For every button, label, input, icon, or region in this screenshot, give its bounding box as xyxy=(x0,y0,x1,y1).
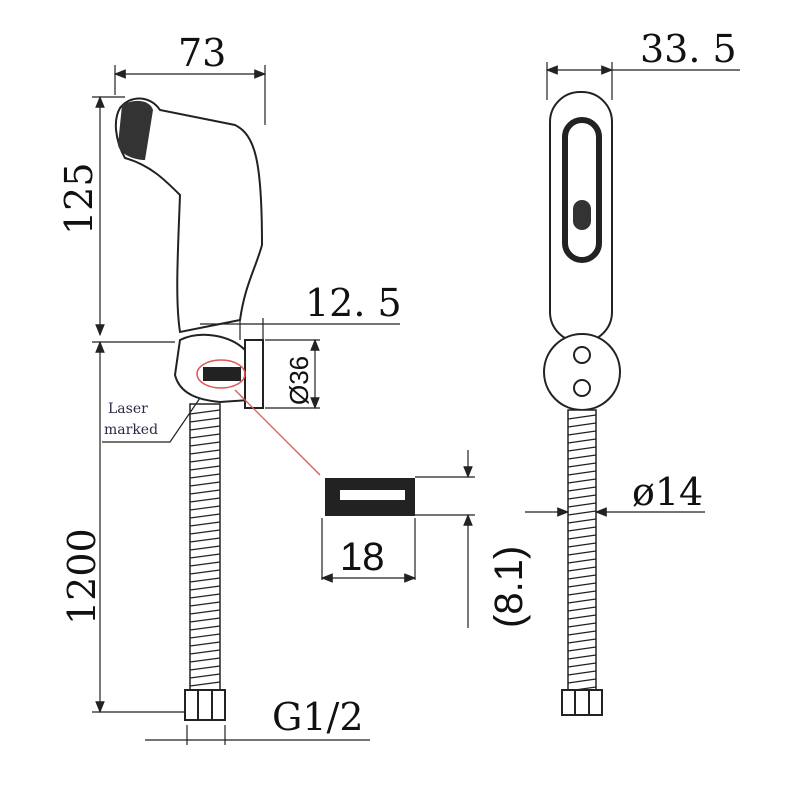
hose-coil xyxy=(189,529,221,535)
hose-coil xyxy=(189,649,221,655)
hose-coil xyxy=(567,438,597,444)
hose-coil xyxy=(567,654,597,660)
hose-coil xyxy=(189,433,221,439)
laser-leader xyxy=(102,397,201,443)
hose-coil xyxy=(567,518,597,524)
hose-coil xyxy=(189,537,221,543)
dim-diameter-36: Ø36 xyxy=(284,356,314,405)
hose-coil xyxy=(189,409,221,415)
hose-coil xyxy=(189,425,221,431)
hose-coil xyxy=(189,513,221,519)
hose-coil xyxy=(567,622,597,628)
laser-label-line2: marked xyxy=(104,422,158,438)
hose-coil xyxy=(189,617,221,623)
hose-coil xyxy=(567,558,597,564)
laser-highlight-circle xyxy=(196,359,246,389)
hose-coil xyxy=(189,569,221,575)
hose-coil xyxy=(567,414,597,420)
sprayer-nozzle xyxy=(118,100,153,160)
hose-coil xyxy=(189,609,221,615)
wall-plate xyxy=(244,339,264,409)
hose-coil xyxy=(567,662,597,668)
hose-coil xyxy=(567,606,597,612)
hose-coil xyxy=(567,678,597,684)
dim-length-1200: 1200 xyxy=(60,528,104,625)
hose-coil xyxy=(189,465,221,471)
hex-nut xyxy=(184,689,226,721)
hose-coil xyxy=(567,494,597,500)
hose-coil xyxy=(189,553,221,559)
front-hex-nut xyxy=(561,689,603,716)
hose-coil xyxy=(189,681,221,687)
side-view: 73 125 12. 5 Ø36 Laser marked 1200 G1/2 xyxy=(57,31,402,745)
hose-coil xyxy=(189,441,221,447)
hose-coil xyxy=(567,574,597,580)
hose-coil xyxy=(567,446,597,452)
leader-red xyxy=(234,389,321,476)
hose-coil xyxy=(567,566,597,572)
hose-coil xyxy=(567,670,597,676)
laser-label-line1: Laser xyxy=(108,401,148,417)
hose-coil xyxy=(567,550,597,556)
dim-12-5: 12. 5 xyxy=(305,281,402,325)
hose-coil xyxy=(189,593,221,599)
hose-coil xyxy=(567,646,597,652)
hose-coil xyxy=(189,457,221,463)
dim-detail-18: 18 xyxy=(340,535,385,579)
hose-coil xyxy=(567,582,597,588)
dim-detail-8-1: (8.1) xyxy=(487,546,531,628)
hose-coil xyxy=(189,657,221,663)
hose-coil xyxy=(189,497,221,503)
hose-coils xyxy=(189,409,221,687)
hose-coil xyxy=(189,473,221,479)
hose-coil xyxy=(189,625,221,631)
hose-coil xyxy=(567,630,597,636)
hose-coil xyxy=(189,585,221,591)
hose-coil xyxy=(567,614,597,620)
front-holder xyxy=(543,333,621,411)
hose-coil xyxy=(567,478,597,484)
hose-coil xyxy=(189,633,221,639)
dim-hose-diameter-14: ø14 xyxy=(632,470,703,514)
hose-coil xyxy=(567,470,597,476)
hose-coil xyxy=(189,417,221,423)
hose-coil xyxy=(567,430,597,436)
laser-mark xyxy=(203,367,241,381)
hose-coil xyxy=(567,590,597,596)
hose-coil xyxy=(567,526,597,532)
hose-coil xyxy=(189,545,221,551)
dim-height-125: 125 xyxy=(57,162,101,235)
hose-coil xyxy=(567,510,597,516)
hose-coil xyxy=(189,505,221,511)
dim-thread-g12: G1/2 xyxy=(272,695,364,739)
hose-coil xyxy=(567,422,597,428)
laser-mark-detail: 18 (8.1) xyxy=(320,450,531,628)
hose-coil xyxy=(189,673,221,679)
hose-coil xyxy=(189,481,221,487)
hose-coil xyxy=(189,665,221,671)
hose-coil xyxy=(567,598,597,604)
front-view: 33. 5 ø14 xyxy=(525,27,740,716)
hose-coil xyxy=(189,577,221,583)
hose-coil xyxy=(189,449,221,455)
hose-coil xyxy=(189,641,221,647)
dim-front-width-33-5: 33. 5 xyxy=(640,27,737,71)
dim-width-73: 73 xyxy=(178,31,226,75)
hose-coil xyxy=(567,486,597,492)
hose-coil xyxy=(567,462,597,468)
hose-coil xyxy=(567,454,597,460)
hose-coil xyxy=(567,542,597,548)
hose-coil xyxy=(189,489,221,495)
front-button xyxy=(562,117,602,263)
hose-coil xyxy=(189,601,221,607)
hose-coil xyxy=(189,561,221,567)
hose-coil xyxy=(567,534,597,540)
hose-coil xyxy=(567,502,597,508)
hose-coil xyxy=(189,521,221,527)
hose-coil xyxy=(567,638,597,644)
